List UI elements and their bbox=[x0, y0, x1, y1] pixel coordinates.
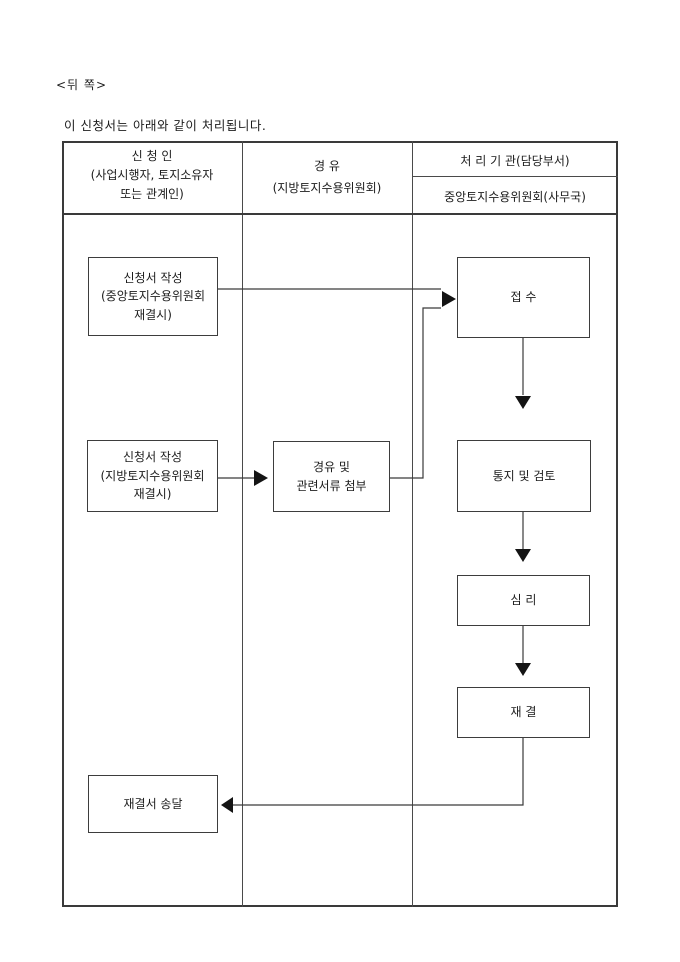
flow-box-via-and-attach-documents: 경유 및 관련서류 첨부 bbox=[273, 441, 390, 512]
processing-intro-text: 이 신청서는 아래와 같이 처리됩니다. bbox=[64, 118, 267, 133]
header-bottom-separator bbox=[62, 213, 618, 215]
header-agency-subheader: 중앙토지수용위원회(사무국) bbox=[444, 190, 586, 204]
flow-box-notice-and-review: 통지 및 검토 bbox=[457, 440, 591, 512]
flow-box-receipt: 접 수 bbox=[457, 257, 590, 338]
header-applicant-column: 신 청 인 (사업시행자, 토지소유자 또는 관계인) bbox=[90, 149, 214, 202]
back-side-label: <뒤 쪽> bbox=[56, 78, 108, 92]
column-divider-via-agency bbox=[412, 141, 413, 907]
flow-box-write-application-central: 신청서 작성 (중앙토지수용위원회 재결시) bbox=[88, 257, 218, 336]
flow-box-adjudication-delivery: 재결서 송달 bbox=[88, 775, 218, 833]
agency-header-split-line bbox=[412, 176, 618, 177]
flow-box-adjudication: 재 결 bbox=[457, 687, 590, 738]
header-agency-column: 처 리 기 관(담당부서) bbox=[460, 154, 570, 168]
flow-box-write-application-local: 신청서 작성 (지방토지수용위원회 재결시) bbox=[87, 440, 218, 512]
flowchart-table-frame bbox=[62, 141, 618, 907]
flow-box-deliberation: 심 리 bbox=[457, 575, 590, 626]
header-via-column: 경 유 (지방토지수용위원회) bbox=[272, 159, 382, 195]
column-divider-applicant-via bbox=[242, 141, 243, 907]
